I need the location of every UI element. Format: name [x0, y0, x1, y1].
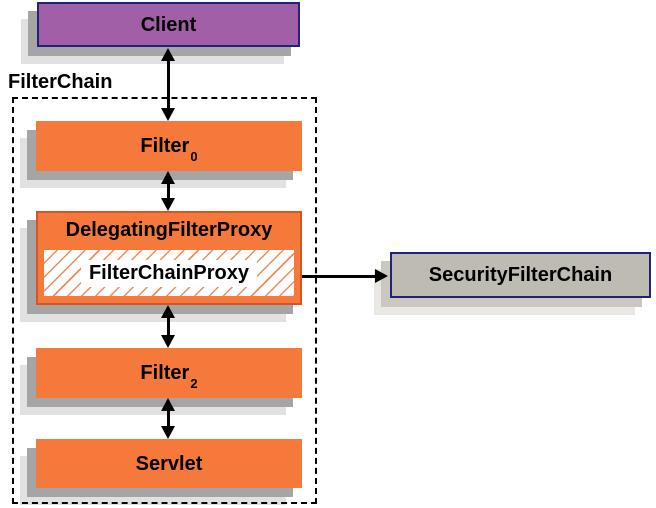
delegating-filter-proxy-node: DelegatingFilterProxy FilterChainProxy [36, 211, 302, 305]
delegating-filter2-arrow [161, 305, 176, 348]
arrow-down-icon [161, 426, 175, 439]
filter2-subscript: 2 [190, 376, 198, 391]
arrow-up-icon [161, 48, 175, 61]
filter-chain-label: FilterChain [8, 71, 113, 93]
arrow-down-icon [161, 335, 175, 348]
security-filter-chain-label: SecurityFilterChain [428, 264, 613, 286]
client-filter0-arrow [161, 48, 176, 121]
arrow-right-icon [375, 269, 388, 283]
filter0-label: Filter0 [140, 135, 198, 164]
filter2-label: Filter2 [140, 362, 198, 391]
arrow-up-icon [161, 305, 175, 318]
arrow-down-icon [161, 198, 175, 211]
client-node: Client [37, 2, 300, 47]
filter2-node: Filter2 [36, 348, 302, 398]
arrow-up-icon [161, 398, 175, 411]
filter0-subscript: 0 [190, 149, 198, 164]
filter-chain-proxy-label: FilterChainProxy [80, 259, 258, 287]
client-label: Client [140, 13, 197, 36]
fcp-securityfilterchain-arrow [296, 269, 388, 284]
filter-chain-boundary [12, 97, 317, 504]
filter0-node: Filter0 [36, 121, 302, 171]
servlet-label: Servlet [135, 452, 203, 475]
filter2-servlet-arrow [161, 398, 176, 439]
servlet-node: Servlet [36, 439, 302, 488]
arrow-up-icon [161, 171, 175, 184]
delegating-filter-proxy-label: DelegatingFilterProxy [65, 219, 273, 242]
filter-chain-proxy-node: FilterChainProxy [42, 248, 296, 298]
arrow-down-icon [161, 108, 175, 121]
filter0-delegating-arrow [161, 171, 176, 211]
security-filter-chain-node: SecurityFilterChain [390, 252, 651, 298]
